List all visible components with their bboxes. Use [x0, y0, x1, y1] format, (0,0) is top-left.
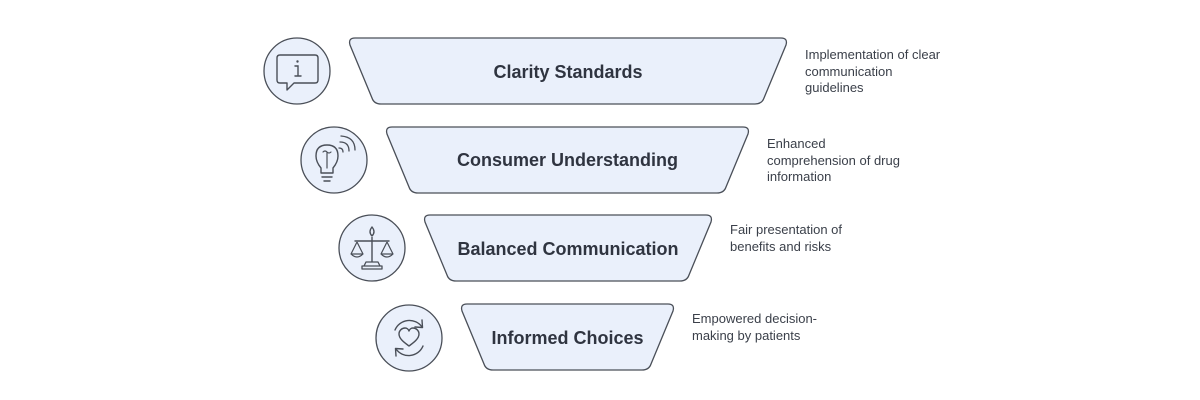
funnel-level-title: Clarity Standards: [493, 62, 642, 82]
heart-refresh-icon: [375, 304, 443, 372]
info-speech-bubble-icon: [263, 37, 331, 105]
funnel-level-title: Balanced Communication: [457, 239, 678, 259]
funnel-level-2: Consumer Understanding: [385, 126, 750, 194]
funnel-band-2: [385, 126, 750, 194]
funnel-band-3: [423, 214, 713, 282]
funnel-level-title: Consumer Understanding: [457, 150, 678, 170]
level-description: Fair presentation of benefits and risks: [730, 222, 843, 254]
level-description: Implementation of clear communication gu…: [805, 47, 941, 95]
funnel-level-3: Balanced Communication: [423, 214, 713, 282]
funnel-level-title: Informed Choices: [491, 328, 643, 348]
lightbulb-wifi-icon: [300, 126, 368, 194]
funnel-level-1: Clarity Standards: [348, 37, 788, 105]
balance-scale-icon: [338, 214, 406, 282]
funnel-band-4: [460, 303, 675, 371]
funnel-level-4: Informed Choices: [460, 303, 675, 371]
level-description: Enhanced comprehension of drug informati…: [767, 136, 900, 184]
funnel-band-1: [348, 37, 788, 105]
level-description: Empowered decision- making by patients: [692, 311, 818, 343]
